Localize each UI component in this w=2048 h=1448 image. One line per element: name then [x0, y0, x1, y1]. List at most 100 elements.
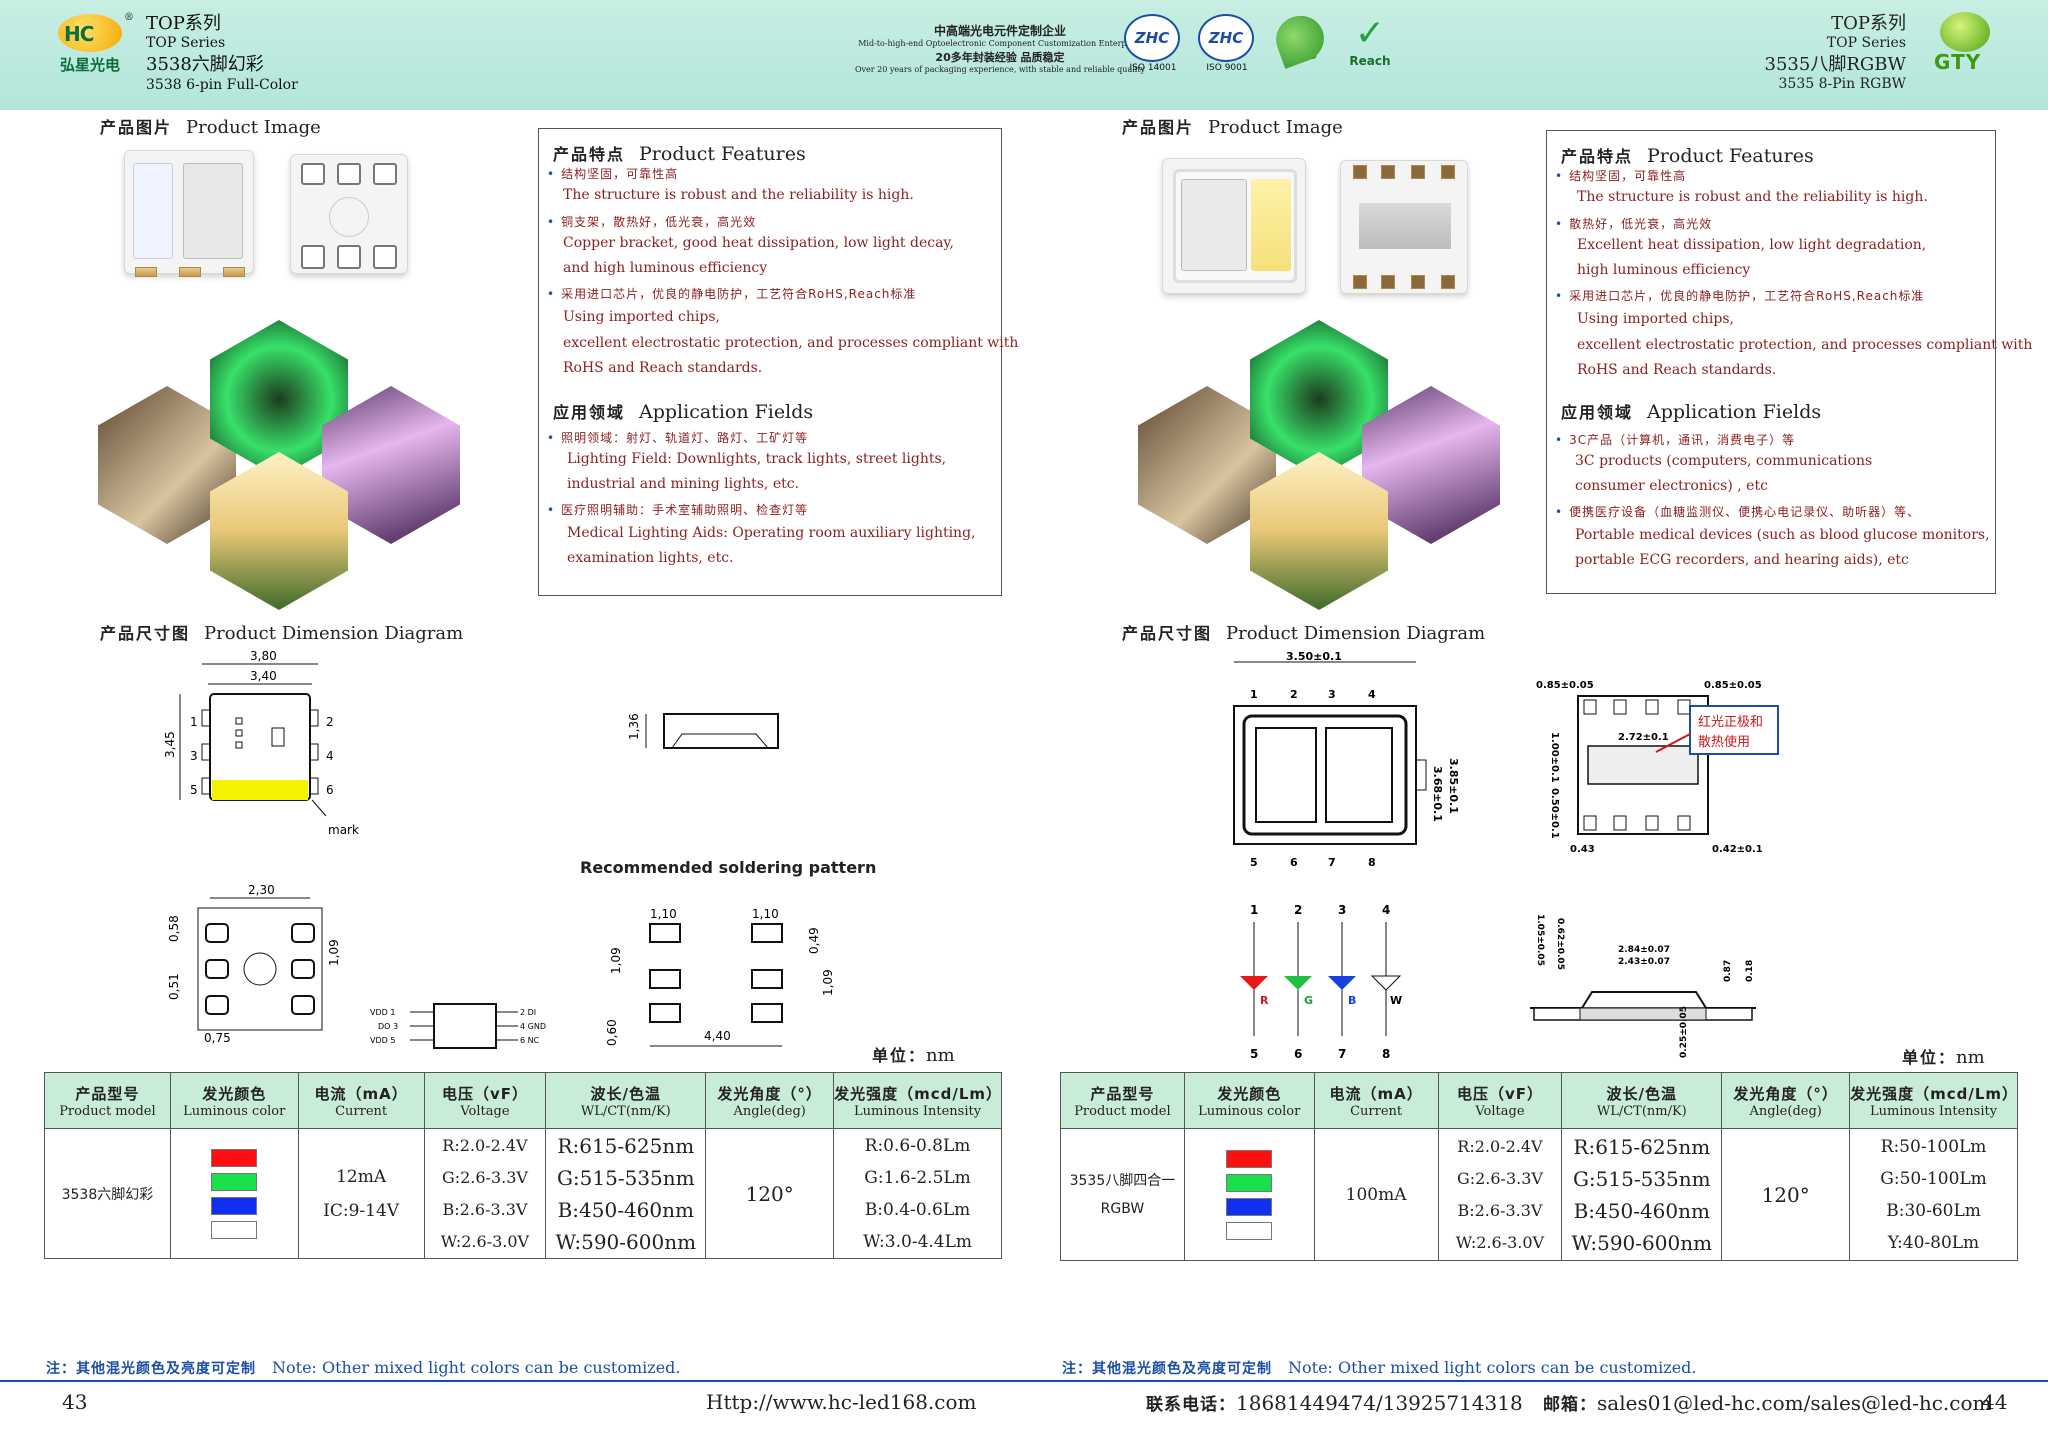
- color-swatches-cell: [169, 1128, 299, 1259]
- right-bottom-view-diagram: 0.85±0.05 0.85±0.05 2.72±0.1 1.00±0.1 0.…: [1536, 680, 1779, 855]
- red-swatch: [211, 1148, 258, 1167]
- application-item-en: Lighting Field: Downlights, track lights…: [567, 451, 947, 467]
- led-3535-front-image: [1162, 158, 1306, 294]
- rohs-badge-icon: RoHS: [1269, 9, 1331, 72]
- dim-label: 3.85±0.1: [1447, 758, 1460, 814]
- feature-item-en: Copper bracket, good heat dissipation, l…: [563, 235, 954, 251]
- blue-swatch: [211, 1196, 258, 1215]
- white-swatch: [211, 1220, 258, 1239]
- dim-label: 1,36: [627, 713, 641, 740]
- col-header: 电流（mA）Current: [1313, 1072, 1439, 1129]
- ic-pin-label: VDD 1: [370, 1008, 395, 1017]
- recommended-soldering-title: Recommended soldering pattern: [580, 858, 877, 877]
- led-label: W: [1390, 994, 1402, 1007]
- application-item-en: Medical Lighting Aids: Operating room au…: [567, 525, 976, 541]
- left-series-en: TOP Series: [146, 35, 226, 51]
- left-unit-label: 单位：nm: [872, 1045, 955, 1066]
- col-header: 电流（mA）Current: [297, 1072, 425, 1129]
- dim-label: 0.42±0.1: [1712, 844, 1763, 855]
- angle-cell: 120°: [1721, 1128, 1851, 1261]
- footer-divider: [0, 1380, 2048, 1382]
- pin-label: 1: [1250, 688, 1258, 701]
- blue-swatch: [1226, 1197, 1273, 1216]
- pin-label: 6: [1294, 1047, 1302, 1061]
- led-3538-front-image: [124, 150, 254, 277]
- dim-label: 2.84±0.07: [1618, 945, 1670, 955]
- led-label: R: [1260, 994, 1269, 1007]
- left-series-cn: TOP系列: [146, 13, 221, 34]
- dim-label: 0.85±0.05: [1536, 680, 1594, 691]
- mark-label: mark: [328, 823, 359, 837]
- dim-label: 0,49: [807, 927, 821, 954]
- pin-label: 7: [1338, 1047, 1346, 1061]
- col-header: 电压（vF）Voltage: [423, 1072, 547, 1129]
- blue-led-icon: [1328, 976, 1356, 990]
- feature-item-cn: 结构坚固，可靠性高: [1555, 167, 1686, 184]
- ic-pin-label: 6 NC: [520, 1036, 540, 1045]
- pin-label: 1: [1250, 903, 1258, 917]
- website-link[interactable]: Http://www.hc-led168.com: [706, 1390, 977, 1414]
- right-side-view-diagram: 1.05±0.05 0.62±0.05 2.84±0.07 2.43±0.07 …: [1530, 914, 1756, 1058]
- slogan-cn-2: 20多年封装经验 品质稳定: [935, 51, 1065, 64]
- right-top-view-diagram: 3.50±0.1 1 2 3 4 5 6 7 8 3.68±0.1 3.85±0…: [1233, 650, 1460, 869]
- red-swatch: [1226, 1149, 1273, 1168]
- dim-label: 1.05±0.05: [1535, 914, 1545, 966]
- rgbw-schematic-diagram: 1 2 3 4 5 6 7 8 R G B W: [1240, 903, 1402, 1061]
- company-slogan: 中高端光电元件定制企业 Mid-to-high-end Optoelectron…: [700, 22, 1300, 75]
- pin-label: 5: [1250, 856, 1258, 869]
- red-led-icon: [1240, 976, 1268, 990]
- ic-pin-label: DO 3: [378, 1022, 398, 1031]
- green-led-icon: [1284, 976, 1312, 990]
- slogan-cn-1: 中高端光电元件定制企业: [933, 24, 1066, 38]
- dim-label: 0,58: [167, 915, 181, 942]
- col-header: 电压（vF）Voltage: [1437, 1072, 1563, 1129]
- dim-label: 3,80: [250, 649, 277, 663]
- pin-label: 6: [1290, 856, 1298, 869]
- dim-label: 1,09: [821, 969, 835, 996]
- col-header: 发光角度（°）Angle(deg): [705, 1072, 835, 1129]
- dim-label: 0.50±0.1: [1549, 788, 1560, 839]
- brand-cn-name: 弘星光电: [60, 56, 121, 74]
- email-link[interactable]: sales01@led-hc.com/sales@led-hc.com: [1597, 1391, 1992, 1415]
- header-band: HC ® 弘星光电 TOP系列 TOP Series 3538六脚幻彩 3538…: [0, 0, 2048, 110]
- led-label: G: [1304, 994, 1313, 1007]
- feature-item-cn: 散热好，低光衰，高光效: [1555, 215, 1712, 232]
- right-series-cn: TOP系列: [1831, 13, 1906, 34]
- pin-label: 3: [1338, 903, 1346, 917]
- dim-label: 1,10: [650, 907, 677, 921]
- application-item-cn: 照明领域：射灯、轨道灯、路灯、工矿灯等: [547, 429, 808, 446]
- iso14001-badge-icon: ZHC ISO 14001: [1124, 14, 1182, 76]
- pin-label: 8: [1382, 1047, 1390, 1061]
- right-model-en: 3535 8-Pin RGBW: [1778, 76, 1906, 92]
- feature-item-cn: 采用进口芯片，优良的静电防护，工艺符合RoHS,Reach标准: [1555, 287, 1924, 304]
- led-label: B: [1348, 994, 1356, 1007]
- col-header: 发光强度（mcd/Lm）Luminous Intensity: [833, 1072, 1002, 1129]
- ic-pin-label: 4 GND: [520, 1022, 546, 1031]
- pin-label: 4: [1368, 688, 1376, 701]
- cert-label: ISO 9001: [1206, 63, 1248, 73]
- feature-item-en: Using imported chips,: [1577, 311, 1734, 327]
- dim-label: 2.43±0.07: [1618, 957, 1670, 967]
- dim-label: 0.43: [1570, 844, 1595, 855]
- application-item-en: Portable medical devices (such as blood …: [1575, 527, 1990, 543]
- right-page-number: 44: [1982, 1390, 2008, 1414]
- registered-mark-icon: ®: [124, 12, 134, 23]
- hc-logo-text: HC: [64, 22, 94, 46]
- thermal-pad: [1587, 745, 1699, 785]
- dim-label: 3.50±0.1: [1286, 650, 1342, 663]
- col-header: 发光强度（mcd/Lm）Luminous Intensity: [1849, 1072, 2018, 1129]
